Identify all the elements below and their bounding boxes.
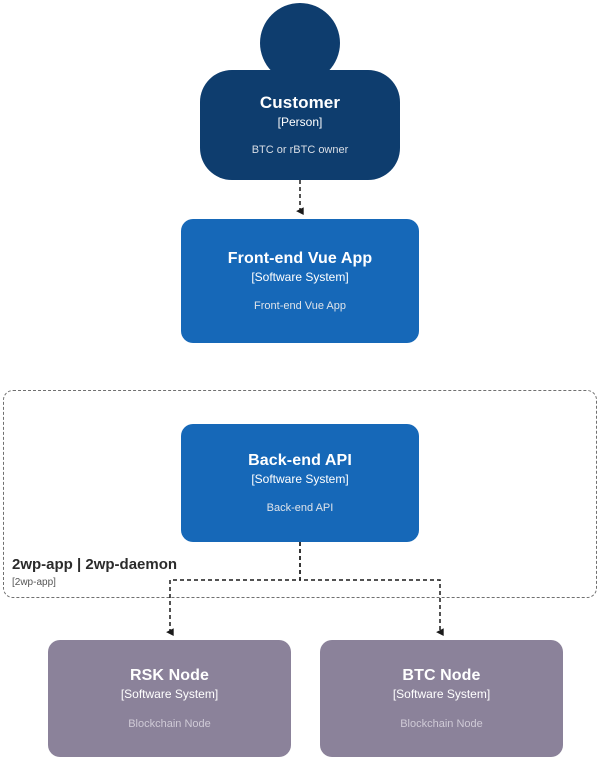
node-customer-title: Customer [259, 93, 341, 113]
node-backend-description: Back-end API [266, 502, 334, 515]
node-btc-type: [Software System] [392, 687, 491, 702]
node-frontend-title: Front-end Vue App [227, 249, 373, 267]
node-customer-type: [Person] [277, 115, 323, 130]
node-rsk-node[interactable]: RSK Node [Software System] Blockchain No… [48, 640, 291, 757]
node-rsk-description: Blockchain Node [128, 717, 211, 730]
node-backend-api[interactable]: Back-end API [Software System] Back-end … [181, 424, 419, 542]
node-btc-description: Blockchain Node [400, 717, 483, 730]
node-frontend-type: [Software System] [251, 269, 349, 284]
node-customer-description: BTC or rBTC owner [251, 143, 349, 156]
boundary-label-type: [2wp-app] [12, 577, 56, 588]
node-rsk-title: RSK Node [129, 667, 210, 685]
node-backend-type: [Software System] [251, 471, 349, 486]
boundary-label: 2wp-app | 2wp-daemon [2wp-app] [12, 556, 177, 589]
customer-person-head-icon [260, 3, 340, 83]
node-backend-title: Back-end API [248, 451, 352, 469]
node-customer[interactable]: Customer [Person] BTC or rBTC owner [200, 70, 400, 180]
node-frontend-description: Front-end Vue App [254, 300, 346, 313]
boundary-label-title: 2wp-app | 2wp-daemon [12, 556, 178, 573]
node-frontend-vue-app[interactable]: Front-end Vue App [Software System] Fron… [181, 219, 419, 343]
node-btc-node[interactable]: BTC Node [Software System] Blockchain No… [320, 640, 563, 757]
node-rsk-type: [Software System] [120, 687, 219, 702]
node-btc-title: BTC Node [402, 667, 481, 685]
